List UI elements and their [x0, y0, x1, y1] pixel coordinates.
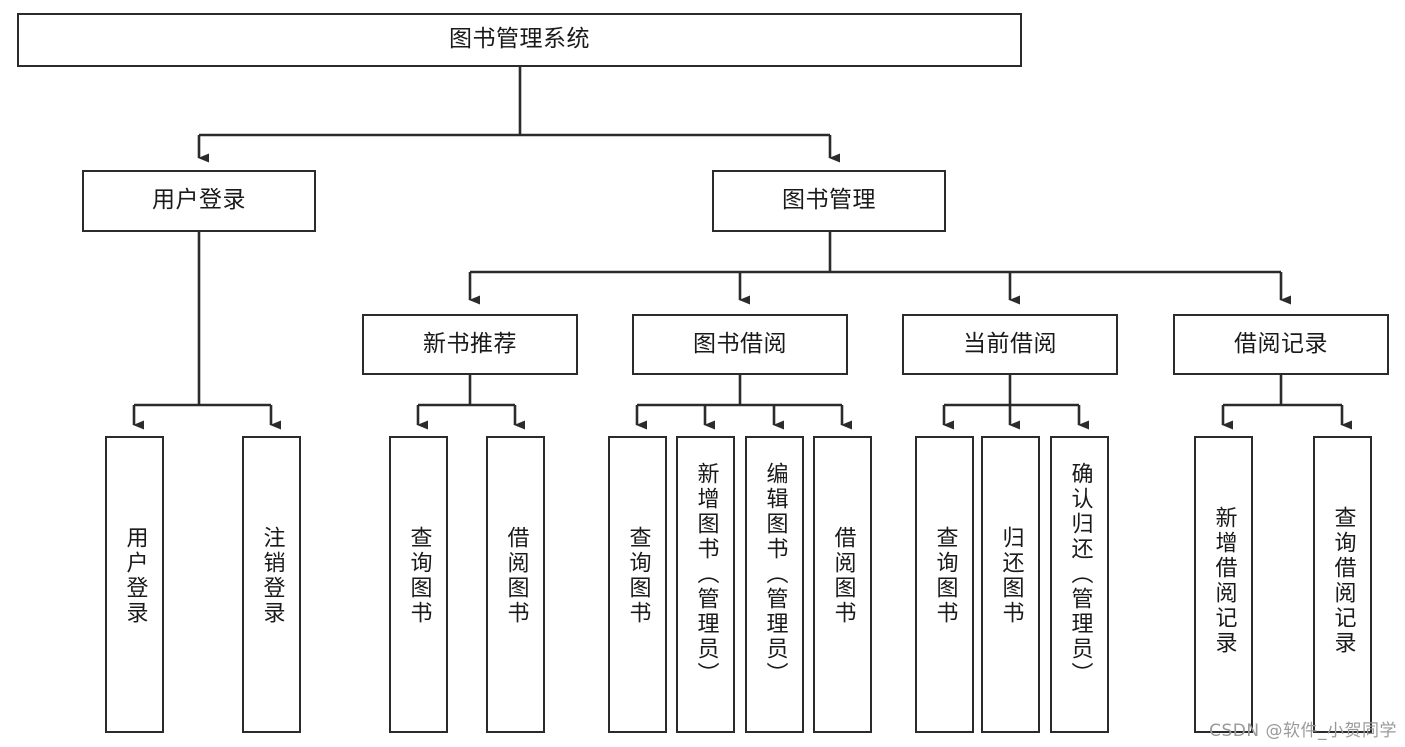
node-borrowing-record[interactable]: 借阅记录: [1173, 314, 1389, 375]
node-label: 新书推荐: [423, 330, 517, 357]
leaf-edit-book-admin[interactable]: 编辑图书（管理员）: [745, 436, 804, 733]
node-root-book-management-system[interactable]: 图书管理系统: [17, 13, 1022, 67]
leaf-query-book-1[interactable]: 查询图书: [389, 436, 448, 733]
node-user-login[interactable]: 用户登录: [82, 170, 316, 232]
node-label: 当前借阅: [963, 330, 1057, 357]
node-book-management[interactable]: 图书管理: [712, 170, 946, 232]
node-new-book-recommendation[interactable]: 新书推荐: [362, 314, 578, 375]
node-label: 新增图书（管理员）: [693, 462, 719, 687]
node-label: 图书借阅: [693, 330, 787, 357]
leaf-query-book-3[interactable]: 查询图书: [915, 436, 974, 733]
node-label: 查询图书: [625, 526, 651, 626]
node-label: 借阅图书: [830, 526, 856, 626]
node-label: 借阅图书: [503, 526, 529, 626]
node-label: 注销登录: [259, 526, 285, 626]
node-label: 归还图书: [998, 526, 1024, 626]
leaf-query-borrow-record[interactable]: 查询借阅记录: [1313, 436, 1372, 733]
node-label: 查询借阅记录: [1330, 506, 1356, 656]
node-label: 查询图书: [932, 526, 958, 626]
leaf-borrow-book-1[interactable]: 借阅图书: [486, 436, 545, 733]
node-label: 编辑图书（管理员）: [762, 462, 788, 687]
node-label: 图书管理: [782, 187, 876, 214]
node-current-borrowing[interactable]: 当前借阅: [902, 314, 1118, 375]
node-label: 图书管理系统: [449, 26, 590, 53]
node-label: 查询图书: [406, 526, 432, 626]
node-label: 新增借阅记录: [1211, 506, 1237, 656]
leaf-add-book-admin[interactable]: 新增图书（管理员）: [676, 436, 735, 733]
node-label: 用户登录: [122, 526, 148, 626]
leaf-logout[interactable]: 注销登录: [242, 436, 301, 733]
leaf-borrow-book-2[interactable]: 借阅图书: [813, 436, 872, 733]
leaf-return-book[interactable]: 归还图书: [981, 436, 1040, 733]
node-label: 借阅记录: [1234, 330, 1328, 357]
leaf-confirm-return-admin[interactable]: 确认归还（管理员）: [1050, 436, 1109, 733]
leaf-query-book-2[interactable]: 查询图书: [608, 436, 667, 733]
node-book-borrowing[interactable]: 图书借阅: [632, 314, 848, 375]
node-label: 确认归还（管理员）: [1067, 462, 1093, 687]
node-label: 用户登录: [152, 187, 246, 214]
leaf-add-borrow-record[interactable]: 新增借阅记录: [1194, 436, 1253, 733]
leaf-user-login[interactable]: 用户登录: [105, 436, 164, 733]
